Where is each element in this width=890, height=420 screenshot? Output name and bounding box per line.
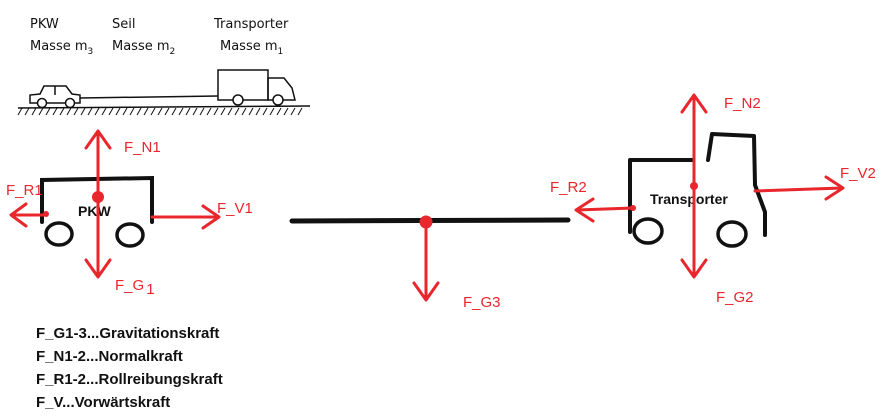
road-hatch-mark xyxy=(171,107,177,116)
pkw-fv-arrow xyxy=(150,204,221,230)
legend-item-vorwaerts: F_V...Vorwärtskraft xyxy=(36,394,171,411)
road-hatch-mark xyxy=(185,107,191,116)
pkw-wheel-left xyxy=(44,221,74,247)
pkw-wheel-right xyxy=(115,222,145,248)
road-hatch-mark xyxy=(94,107,100,116)
pkw-label: PKW xyxy=(78,203,111,219)
transporter-fg-label: F_G2 xyxy=(716,289,754,306)
pkw-fr-arrow xyxy=(9,202,48,228)
rope-fg-arrow xyxy=(412,221,440,302)
transporter-center-of-mass xyxy=(690,182,698,190)
road-hatch-mark xyxy=(234,107,240,116)
overview-sketch: PKW Masse m3 Seil Masse m2 Transporter M… xyxy=(17,17,311,116)
road-hatch-mark xyxy=(192,107,198,116)
road-hatch-mark xyxy=(150,107,156,116)
road-hatch-mark xyxy=(52,107,58,116)
transporter-fv-arrow xyxy=(753,175,845,201)
legend-item-normal: F_N1-2...Normalkraft xyxy=(36,348,183,365)
road-hatch-mark xyxy=(66,107,72,116)
legend-item-gravitation: F_G1-3...Gravitationskraft xyxy=(36,325,220,342)
pkw-contact-point xyxy=(43,211,49,217)
road-hatch-mark xyxy=(17,107,23,116)
transporter-wheel-right xyxy=(716,220,748,248)
road-hatch-mark xyxy=(24,107,30,116)
road-hatch-mark xyxy=(241,107,247,116)
road-hatch-mark xyxy=(73,107,79,116)
road-hatch-mark xyxy=(129,107,135,116)
transporter-fv-label: F_V2 xyxy=(840,165,876,182)
road-hatch-mark xyxy=(101,107,107,116)
sketch-transporter-mass: Masse m1 xyxy=(220,39,283,57)
sketch-car xyxy=(29,85,81,109)
pkw-fr-label: F_R1 xyxy=(6,182,43,199)
sketch-seil-title: Seil xyxy=(112,17,135,32)
road-hatch-mark xyxy=(59,107,65,116)
road-hatch-mark xyxy=(297,107,303,116)
road-hatch-mark xyxy=(262,107,268,116)
pkw-fg-arrow xyxy=(84,195,112,279)
sketch-truck xyxy=(217,69,296,106)
transporter-free-body: Transporter F_N2 F_R2 F_V2 F_G2 xyxy=(550,93,876,306)
transporter-label: Transporter xyxy=(650,191,728,207)
road-hatch-mark xyxy=(227,107,233,116)
transporter-wheel-left xyxy=(632,217,664,245)
pkw-center-of-mass xyxy=(92,191,104,203)
pkw-fn-arrow xyxy=(84,129,112,199)
road-hatch-mark xyxy=(290,107,296,116)
road-hatch-mark xyxy=(31,107,37,116)
road-hatch-mark xyxy=(80,107,86,116)
transporter-cabin xyxy=(706,132,767,237)
sketch-seil-mass: Masse m2 xyxy=(112,39,175,57)
road-hatch-mark xyxy=(248,107,254,116)
road-hatch-mark xyxy=(276,107,282,116)
transporter-contact-point xyxy=(630,205,636,211)
road-hatch-mark xyxy=(115,107,121,116)
road-hatch-mark xyxy=(206,107,212,116)
rope-free-body: F_G3 xyxy=(289,215,571,311)
sketch-transporter-title: Transporter xyxy=(213,17,289,32)
pkw-fv-label: F_V1 xyxy=(217,200,253,217)
sketch-road-hatch xyxy=(17,107,303,116)
road-hatch-mark xyxy=(108,107,114,116)
road-hatch-mark xyxy=(122,107,128,116)
transporter-fn-arrow xyxy=(680,93,708,188)
sketch-pkw-mass: Masse m3 xyxy=(30,39,93,57)
transporter-fr-arrow xyxy=(574,197,635,223)
road-hatch-mark xyxy=(220,107,226,116)
road-hatch-mark xyxy=(199,107,205,116)
sketch-road xyxy=(17,105,311,109)
road-hatch-mark xyxy=(213,107,219,116)
sketch-rope xyxy=(79,95,219,99)
road-hatch-mark xyxy=(45,107,51,116)
road-hatch-mark xyxy=(269,107,275,116)
transporter-fg-arrow xyxy=(680,184,708,279)
road-hatch-mark xyxy=(136,107,142,116)
transporter-fn-label: F_N2 xyxy=(724,95,761,112)
sketch-pkw-title: PKW xyxy=(30,17,59,32)
legend-item-rollreibung: F_R1-2...Rollreibungskraft xyxy=(36,371,223,388)
legend: F_G1-3...Gravitationskraft F_N1-2...Norm… xyxy=(36,322,223,414)
road-hatch-mark xyxy=(164,107,170,116)
road-hatch-mark xyxy=(178,107,184,116)
road-hatch-mark xyxy=(143,107,149,116)
road-hatch-mark xyxy=(255,107,261,116)
pkw-fn-label: F_N1 xyxy=(124,139,161,156)
road-hatch-mark xyxy=(38,107,44,116)
rope-fg-label: F_G3 xyxy=(463,294,501,311)
road-hatch-mark xyxy=(283,107,289,116)
road-hatch-mark xyxy=(87,107,93,116)
road-hatch-mark xyxy=(157,107,163,116)
rope-center-of-mass xyxy=(419,215,433,229)
transporter-fr-label: F_R2 xyxy=(550,179,587,196)
